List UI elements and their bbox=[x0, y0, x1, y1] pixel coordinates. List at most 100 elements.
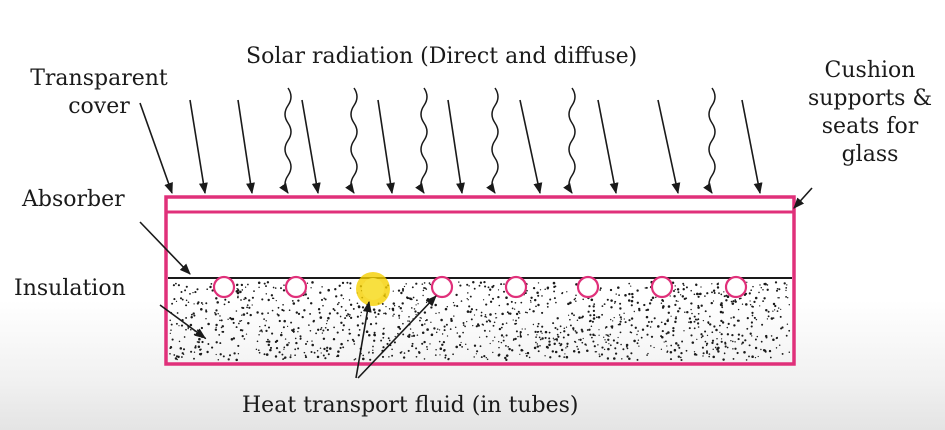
insulation-dot bbox=[467, 292, 469, 294]
insulation-dot bbox=[382, 346, 385, 349]
insulation-dot bbox=[505, 296, 508, 299]
insulation-dot bbox=[646, 333, 649, 336]
insulation-dot bbox=[615, 293, 617, 295]
insulation-dot bbox=[423, 358, 426, 360]
insulation-dot bbox=[193, 333, 196, 336]
insulation-dot bbox=[185, 304, 188, 307]
insulation-dot bbox=[274, 287, 277, 289]
insulation-dot bbox=[693, 353, 697, 356]
insulation-dot bbox=[412, 332, 414, 334]
insulation-dot bbox=[483, 329, 486, 332]
insulation-dot bbox=[216, 301, 219, 304]
fluid-leader-1 bbox=[355, 300, 372, 379]
insulation-dot bbox=[588, 305, 591, 308]
insulation-dot bbox=[750, 321, 754, 324]
insulation-dot bbox=[578, 339, 580, 341]
insulation-dot bbox=[316, 355, 320, 359]
insulation-dot bbox=[750, 325, 753, 328]
insulation-dot bbox=[750, 289, 753, 292]
insulation-dot bbox=[572, 349, 576, 353]
insulation-dot bbox=[381, 355, 385, 358]
insulation-dot bbox=[304, 293, 307, 296]
insulation-dot bbox=[631, 296, 634, 299]
insulation-dot bbox=[517, 317, 520, 319]
insulation-dot bbox=[630, 324, 633, 327]
insulation-dot bbox=[766, 318, 769, 320]
insulation-dot bbox=[415, 347, 418, 350]
insulation-dot bbox=[338, 284, 341, 287]
insulation-dot bbox=[294, 337, 297, 340]
insulation-dot bbox=[433, 327, 436, 330]
insulation-dot bbox=[778, 297, 780, 299]
insulation-dot bbox=[558, 342, 561, 345]
insulation-dot bbox=[645, 286, 648, 289]
insulation-dot bbox=[558, 355, 561, 358]
insulation-dot bbox=[557, 335, 560, 338]
insulation-dot bbox=[372, 349, 374, 352]
insulation-dot bbox=[666, 319, 669, 323]
insulation-dot bbox=[614, 300, 617, 303]
insulation-dot bbox=[466, 320, 468, 323]
insulation-dot bbox=[711, 283, 713, 285]
insulation-dot bbox=[772, 317, 775, 319]
insulation-dot bbox=[190, 328, 192, 331]
insulation-dot bbox=[754, 338, 757, 341]
insulation-dot bbox=[655, 296, 657, 299]
insulation-dot bbox=[205, 310, 208, 313]
insulation-dot bbox=[711, 341, 714, 345]
insulation-dot bbox=[565, 355, 569, 359]
insulation-dot bbox=[775, 347, 778, 349]
insulation-dot bbox=[624, 321, 627, 324]
insulation-dot bbox=[480, 314, 483, 317]
insulation-dot bbox=[242, 313, 246, 316]
insulation-dot bbox=[284, 338, 287, 340]
insulation-dot bbox=[358, 329, 361, 331]
insulation-dot bbox=[408, 320, 411, 322]
insulation-dot bbox=[297, 331, 299, 333]
insulation-dot bbox=[261, 331, 263, 333]
insulation-dot bbox=[241, 289, 244, 291]
cushion-leader bbox=[793, 187, 813, 209]
insulation-dot bbox=[533, 298, 537, 302]
insulation-dot bbox=[541, 332, 543, 334]
insulation-dot bbox=[259, 330, 261, 332]
insulation-dot bbox=[375, 316, 377, 318]
insulation-dot bbox=[272, 286, 275, 289]
insulation-dot bbox=[723, 352, 726, 354]
insulation-dot bbox=[649, 326, 652, 328]
insulation-dot bbox=[539, 338, 542, 341]
insulation-dot bbox=[428, 282, 431, 284]
insulation-dot bbox=[290, 321, 293, 324]
insulation-dot bbox=[415, 355, 418, 358]
insulation-dot bbox=[565, 326, 568, 328]
insulation-dot bbox=[275, 299, 277, 302]
insulation-dot bbox=[237, 295, 239, 297]
insulation-dot bbox=[191, 313, 193, 316]
insulation-dot bbox=[498, 353, 501, 356]
insulation-dot bbox=[438, 329, 441, 331]
insulation-dot bbox=[629, 331, 632, 333]
insulation-dot bbox=[592, 309, 596, 313]
insulation-dot bbox=[630, 317, 634, 320]
insulation-dot bbox=[489, 288, 492, 291]
insulation-dot bbox=[770, 335, 773, 337]
insulation-dot bbox=[660, 302, 663, 304]
insulation-dot bbox=[694, 318, 697, 321]
insulation-dot bbox=[741, 303, 744, 305]
insulation-dot bbox=[713, 292, 716, 294]
insulation-dot bbox=[536, 334, 538, 336]
insulation-dot bbox=[762, 288, 764, 291]
insulation-dot bbox=[487, 286, 490, 289]
insulation-dot bbox=[730, 317, 732, 319]
insulation-dot bbox=[527, 333, 529, 336]
insulation-dot bbox=[610, 318, 612, 321]
insulation-dot bbox=[424, 287, 427, 290]
insulation-dot bbox=[614, 302, 616, 304]
insulation-dot bbox=[362, 357, 365, 361]
insulation-dot bbox=[380, 339, 383, 342]
insulation-dot bbox=[690, 302, 693, 305]
insulation-dot bbox=[769, 356, 772, 359]
insulation-dot bbox=[530, 301, 532, 303]
insulation-dot bbox=[536, 343, 539, 345]
insulation-dot bbox=[420, 317, 422, 319]
